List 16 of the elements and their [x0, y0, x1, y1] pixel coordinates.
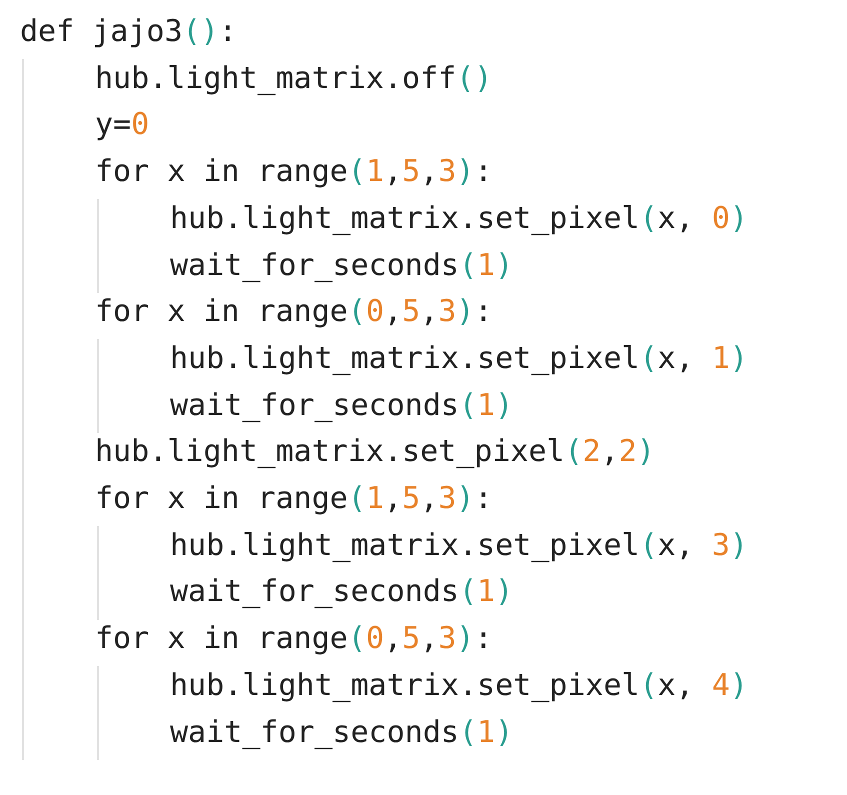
code-line: wait_for_seconds(1): [170, 714, 514, 752]
code-line: for x in range(0,5,3):: [95, 620, 492, 658]
code-line: wait_for_seconds(1): [170, 386, 514, 425]
code-line: hub.light_matrix.set_pixel(x, 3): [170, 526, 748, 565]
code-line: hub.light_matrix.set_pixel(2,2): [95, 433, 655, 472]
code-line: def jajo3():: [20, 13, 237, 51]
code-line: hub.light_matrix.set_pixel(x, 4): [170, 666, 748, 705]
code-line: for x in range(1,5,3):: [95, 480, 492, 518]
code-line: wait_for_seconds(1): [170, 246, 514, 284]
code-line: for x in range(1,5,3):: [95, 153, 492, 192]
code-line: hub.light_matrix.set_pixel(x, 1): [170, 340, 748, 378]
code-line: y=0: [95, 106, 150, 144]
code-line: hub.light_matrix.set_pixel(x, 0): [170, 200, 748, 238]
code-line: hub.light_matrix.off(): [95, 60, 492, 98]
code-line: wait_for_seconds(1): [170, 573, 514, 612]
code-line: for x in range(0,5,3):: [95, 293, 492, 332]
